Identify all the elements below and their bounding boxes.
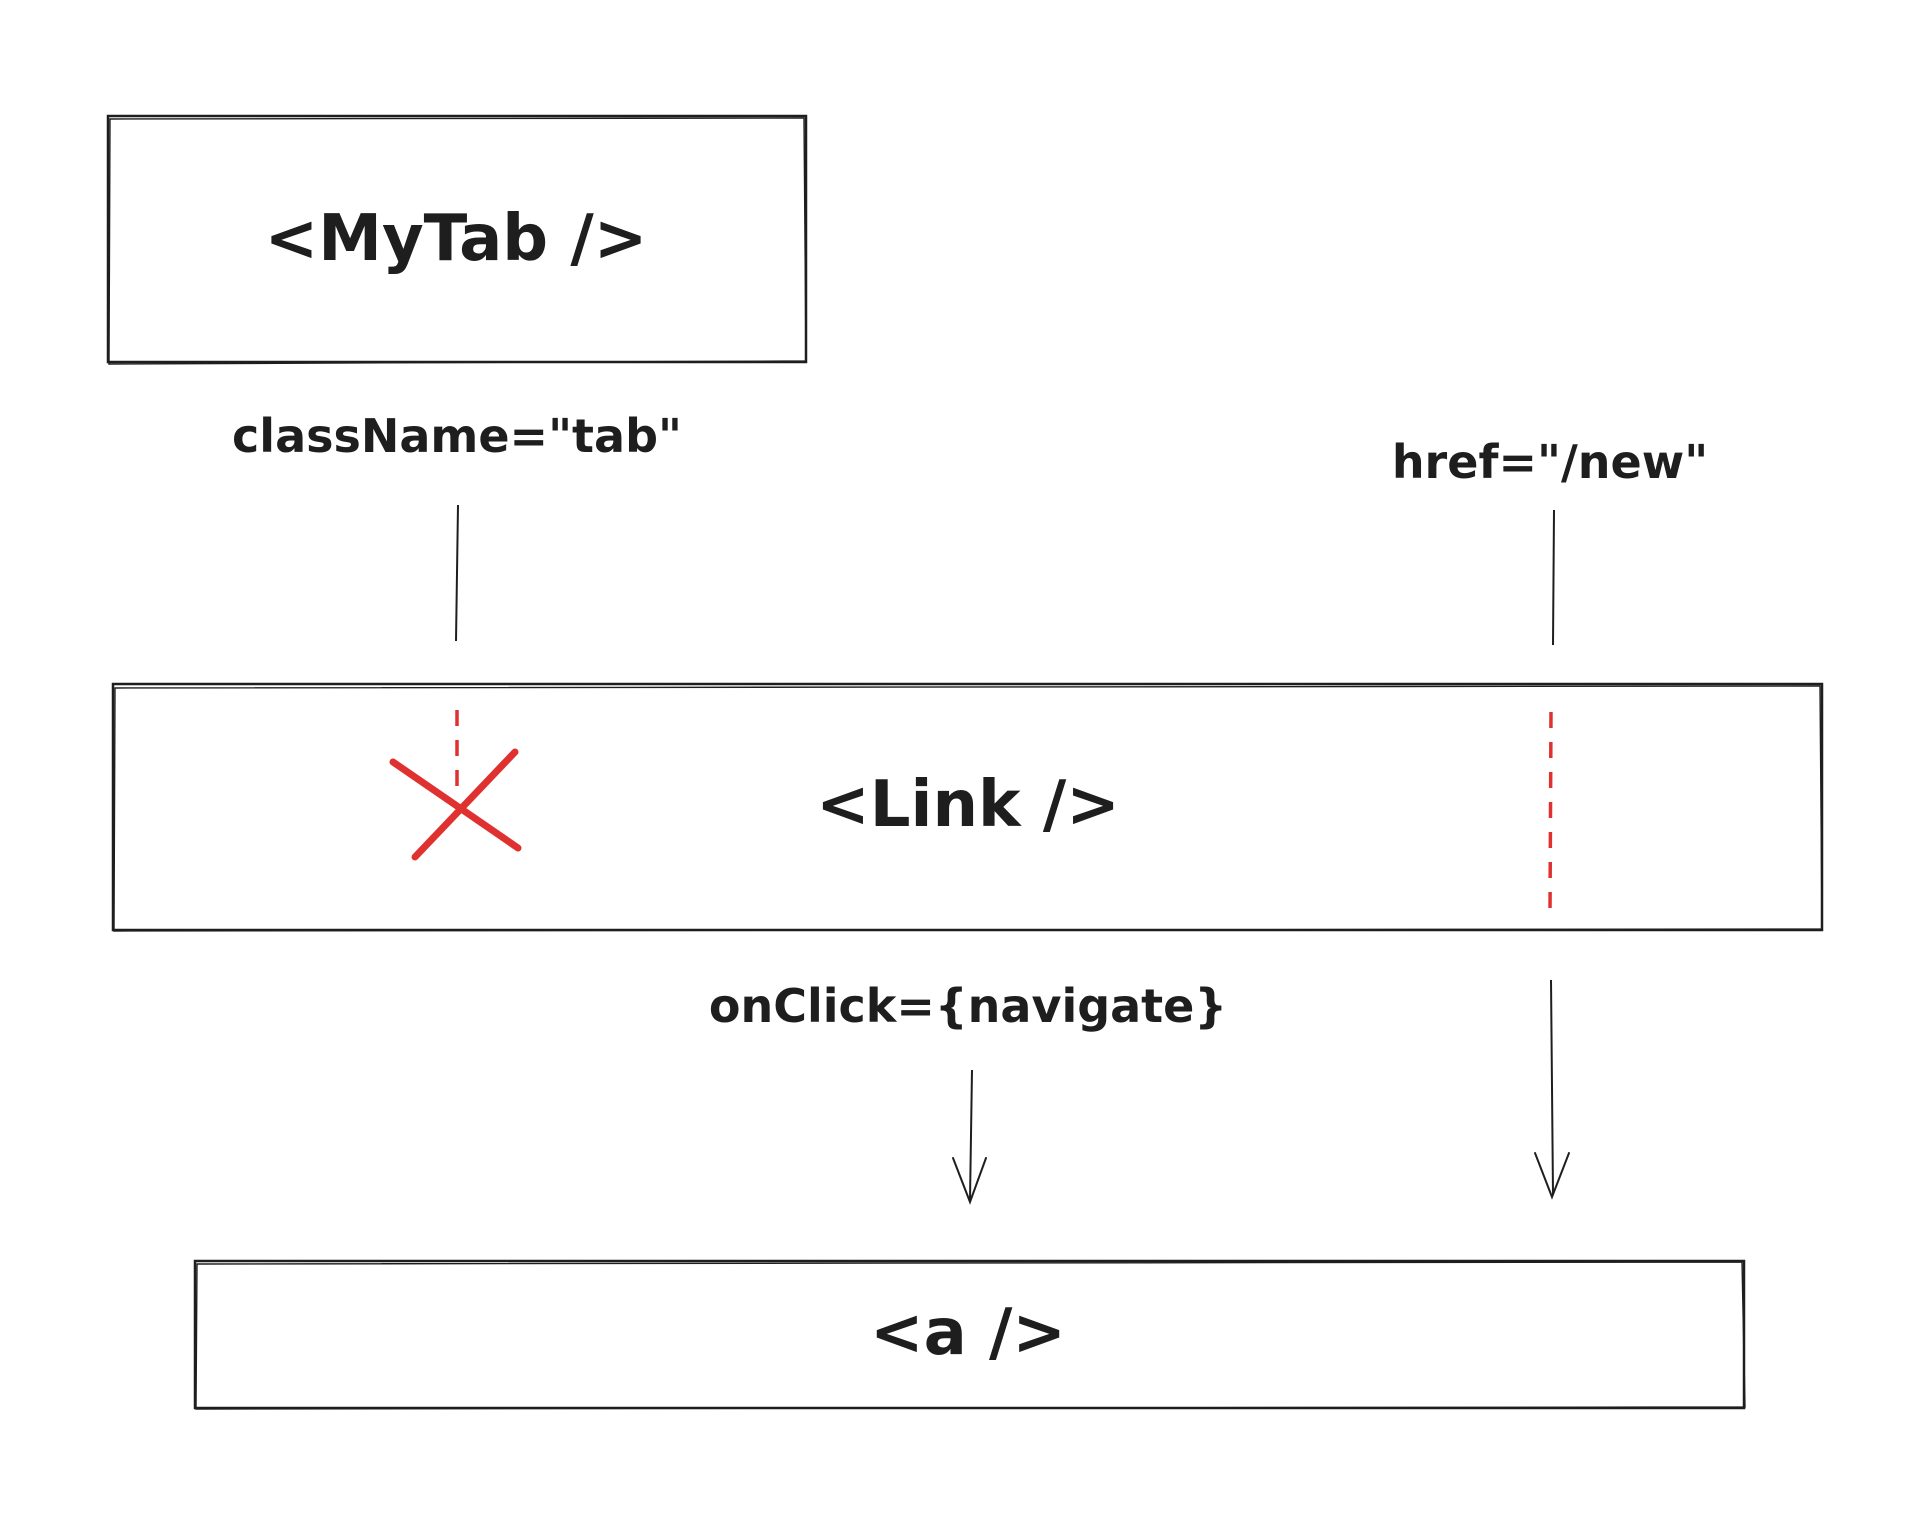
href-connector-line (1552, 509, 1555, 646)
onclick-arrow-head-icon (952, 1157, 987, 1205)
classname-prop-label: className="tab" (232, 409, 682, 463)
anchor-label: <a /> (870, 1296, 1066, 1370)
classname-connector-line (455, 504, 459, 642)
href-arrow (1534, 979, 1570, 1200)
href-arrow-head-icon (1534, 1152, 1570, 1200)
blocked-cross-icon (389, 748, 522, 861)
href-prop-label: href="/new" (1392, 435, 1708, 489)
link-node: <Link /> (111, 682, 1824, 932)
onclick-arrow (952, 1069, 987, 1205)
href-passed-dashed-line (1548, 711, 1553, 913)
onclick-prop-label: onClick={navigate} (709, 979, 1227, 1033)
link-label: <Link /> (816, 768, 1120, 842)
anchor-node: <a /> (193, 1259, 1746, 1410)
mytab-node: <MyTab /> (106, 114, 808, 365)
mytab-label: <MyTab /> (265, 202, 648, 276)
